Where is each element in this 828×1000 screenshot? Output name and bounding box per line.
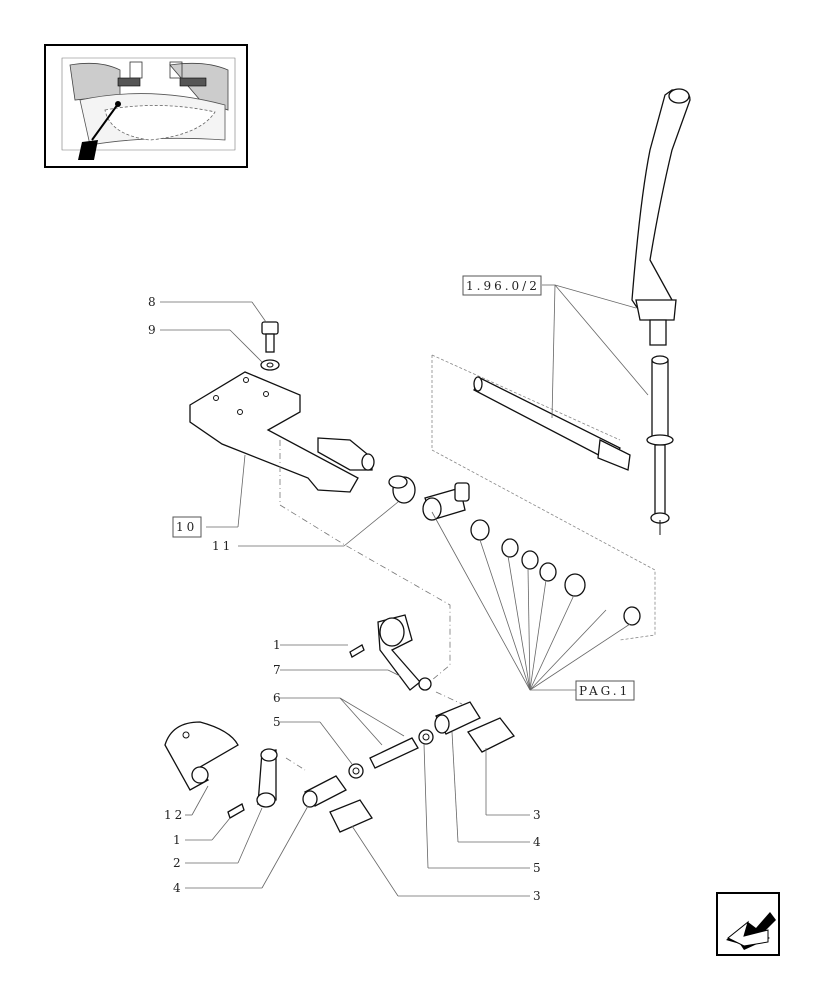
callout-8: 8 xyxy=(148,295,159,309)
callout-4-left: 4 xyxy=(173,881,184,895)
ring-part-5-right xyxy=(418,729,434,745)
assembly-guides xyxy=(279,440,463,771)
gear-lever xyxy=(631,88,691,535)
washer-part-9 xyxy=(260,359,280,371)
callout-3-left: 3 xyxy=(533,889,544,903)
sleeve-part-4-right xyxy=(434,701,481,735)
pin-part-1-lower xyxy=(227,803,245,819)
callout-12: 12 xyxy=(164,808,185,822)
leader-lines xyxy=(160,284,649,897)
ref-group-box xyxy=(462,275,542,296)
callout-labels: 8 9 10 11 1.96.0/2 1 7 6 5 12 1 2 4 3 4 … xyxy=(148,275,635,903)
return-arrow-icon[interactable] xyxy=(716,892,780,956)
sleeve-part-4-left xyxy=(302,775,347,808)
selector-lever-part-7 xyxy=(377,614,432,691)
half-shell-part-3-right xyxy=(467,717,515,753)
location-thumbnail xyxy=(44,44,248,168)
half-shell-part-3-left xyxy=(329,799,373,833)
callout-6: 6 xyxy=(273,691,284,705)
callout-11: 11 xyxy=(212,539,233,553)
callout-9: 9 xyxy=(148,323,159,337)
lever-part-2 xyxy=(256,748,278,808)
page-ref-label: PAG.1 xyxy=(579,684,630,698)
bushing-part-11 xyxy=(388,475,416,504)
pin-part-1-upper xyxy=(349,644,365,658)
callout-3-right: 3 xyxy=(533,808,544,822)
ref-group-label: 1.96.0/2 xyxy=(466,279,540,293)
support-plate-part-10 xyxy=(189,371,375,493)
page-ref-box xyxy=(575,680,635,701)
callout-5-left: 5 xyxy=(273,715,284,729)
bushing-series xyxy=(422,482,641,626)
spring-part-6 xyxy=(369,737,419,769)
ring-part-5-left xyxy=(348,763,364,779)
callout-10: 10 xyxy=(176,520,197,534)
callout-7: 7 xyxy=(273,663,284,677)
callout-10-box xyxy=(172,516,202,538)
callout-1-upper: 1 xyxy=(273,638,284,652)
rod-assembly xyxy=(431,354,656,641)
bolt-part-8 xyxy=(261,321,279,353)
lever-part-12 xyxy=(164,721,239,791)
callout-5-right: 5 xyxy=(533,861,544,875)
callout-1-lower: 1 xyxy=(173,833,184,847)
callout-4-right: 4 xyxy=(533,835,544,849)
callout-2: 2 xyxy=(173,856,184,870)
